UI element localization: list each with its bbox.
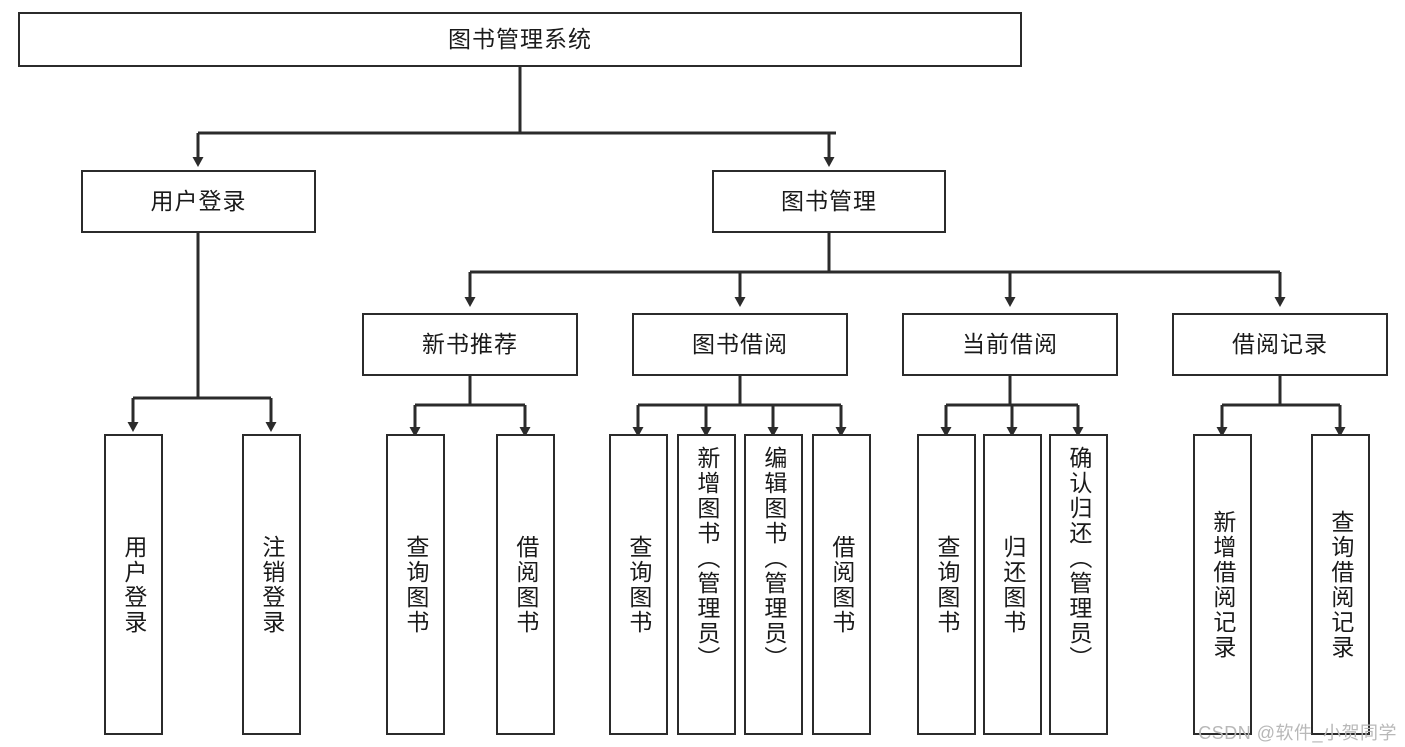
node-book-manage-label: 图书管理	[781, 187, 877, 214]
node-leaf-query-book-1[interactable]: 查询图书	[386, 434, 445, 735]
node-leaf-logout[interactable]: 注销登录	[242, 434, 301, 735]
node-leaf-logout-label: 注销登录	[258, 534, 285, 635]
node-leaf-query-book-1-label: 查询图书	[402, 534, 429, 635]
node-leaf-query-book-3[interactable]: 查询图书	[917, 434, 976, 735]
node-leaf-borrow-book-1-label: 借阅图书	[512, 534, 539, 635]
node-leaf-confirm-return-label: 确认归还（管理员）	[1065, 446, 1092, 671]
node-leaf-user-login-label: 用户登录	[120, 534, 147, 635]
node-leaf-return-book[interactable]: 归还图书	[983, 434, 1042, 735]
node-leaf-return-book-label: 归还图书	[999, 534, 1026, 635]
node-leaf-query-book-3-label: 查询图书	[933, 534, 960, 635]
csdn-watermark: CSDN @软件_小贺同学	[1198, 723, 1397, 743]
node-new-book-recommend-label: 新书推荐	[422, 330, 518, 357]
node-user-login-label: 用户登录	[150, 187, 247, 214]
node-leaf-add-record[interactable]: 新增借阅记录	[1193, 434, 1252, 735]
node-root[interactable]: 图书管理系统	[18, 12, 1022, 67]
node-user-login[interactable]: 用户登录	[81, 170, 316, 233]
node-leaf-query-book-2-label: 查询图书	[625, 534, 652, 635]
node-book-borrow[interactable]: 图书借阅	[632, 313, 848, 376]
node-leaf-query-record-label: 查询借阅记录	[1327, 509, 1354, 660]
node-borrow-record-label: 借阅记录	[1232, 330, 1328, 357]
node-leaf-user-login[interactable]: 用户登录	[104, 434, 163, 735]
node-leaf-edit-book-label: 编辑图书（管理员）	[760, 446, 787, 671]
node-current-borrow[interactable]: 当前借阅	[902, 313, 1118, 376]
node-book-manage[interactable]: 图书管理	[712, 170, 946, 233]
node-leaf-add-record-label: 新增借阅记录	[1209, 509, 1236, 660]
node-leaf-add-book[interactable]: 新增图书（管理员）	[677, 434, 736, 735]
node-borrow-record[interactable]: 借阅记录	[1172, 313, 1388, 376]
node-leaf-borrow-book-1[interactable]: 借阅图书	[496, 434, 555, 735]
node-leaf-edit-book[interactable]: 编辑图书（管理员）	[744, 434, 803, 735]
node-leaf-borrow-book-2[interactable]: 借阅图书	[812, 434, 871, 735]
node-leaf-confirm-return[interactable]: 确认归还（管理员）	[1049, 434, 1108, 735]
node-leaf-query-book-2[interactable]: 查询图书	[609, 434, 668, 735]
node-current-borrow-label: 当前借阅	[962, 330, 1058, 357]
node-root-label: 图书管理系统	[448, 25, 592, 52]
node-leaf-borrow-book-2-label: 借阅图书	[828, 534, 855, 635]
node-book-borrow-label: 图书借阅	[692, 330, 788, 357]
node-leaf-add-book-label: 新增图书（管理员）	[693, 446, 720, 671]
node-leaf-query-record[interactable]: 查询借阅记录	[1311, 434, 1370, 735]
node-new-book-recommend[interactable]: 新书推荐	[362, 313, 578, 376]
